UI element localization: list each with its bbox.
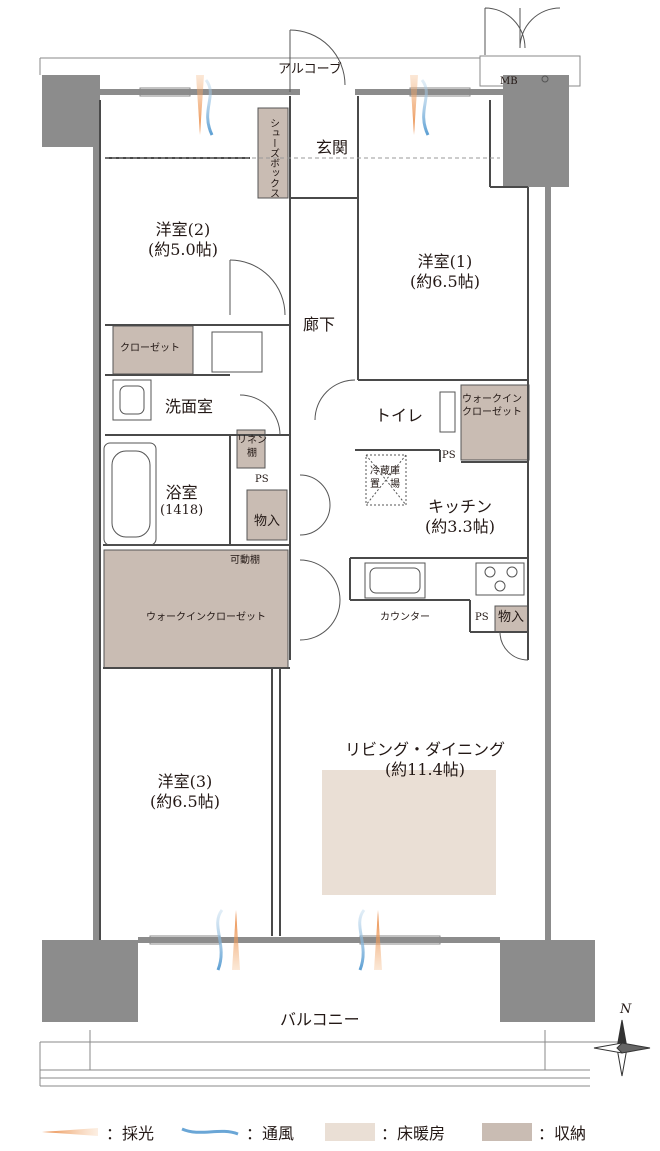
walk-in-closet-large: ウォークインクローゼット	[146, 612, 266, 623]
living-dining-size: (約11.4帖)	[384, 760, 466, 779]
fixtures	[103, 75, 549, 599]
legend-light: ：採光	[40, 1120, 154, 1144]
wic-small-line1: ウォークイン	[462, 394, 522, 405]
washroom-label: 洗面室	[165, 397, 214, 416]
western-room-3: 洋室(3) (約6.5帖)	[150, 772, 220, 812]
mb-label: MB	[500, 76, 518, 87]
alcove-label: アルコーブ	[278, 62, 342, 77]
floor-heating-area	[322, 770, 496, 895]
genkan-label: 玄関	[316, 138, 349, 157]
bathroom-size: (1418)	[160, 503, 204, 518]
storage-areas	[103, 107, 530, 669]
kitchen-name: キッチン	[427, 497, 492, 516]
western-room-1-name: 洋室(1)	[417, 252, 473, 271]
western-room-2: 洋室(2) (約5.0帖)	[148, 220, 218, 260]
legend-floor-heating: ：床暖房	[325, 1120, 445, 1144]
wic-small-line2: クローゼット	[462, 406, 522, 418]
corridor-label: 廊下	[303, 315, 336, 334]
linen-shelf-label: リネン 棚	[237, 435, 267, 460]
shoes-box-label: シューズボックス	[267, 118, 279, 198]
legend-wind-label: ：通風	[246, 1124, 295, 1143]
western-room-2-size: (約5.0帖)	[148, 240, 218, 259]
light-swatch-icon	[42, 1128, 98, 1136]
interior-walls	[99, 96, 529, 940]
toilet-label: トイレ	[375, 406, 424, 425]
kitchen-size: (約3.3帖)	[425, 517, 495, 536]
storage-label-2: 物入	[498, 610, 525, 625]
fridge-line2: 置 場	[370, 478, 400, 490]
western-room-1: 洋室(1) (約6.5帖)	[410, 252, 480, 292]
bathroom: 浴室 (1418)	[160, 483, 203, 519]
walk-in-closet-small: ウォークイン クローゼット	[462, 394, 522, 419]
fridge-line1: 冷蔵庫	[370, 466, 400, 477]
western-room-1-size: (約6.5帖)	[410, 272, 480, 291]
ps-label-2: PS	[255, 474, 269, 485]
legend-wind: ：通風	[180, 1120, 294, 1144]
linen-line2: 棚	[247, 447, 257, 459]
ventilation-bottom	[216, 909, 382, 971]
legend-storage-label: ：収納	[538, 1124, 587, 1143]
movable-shelf-label: 可動棚	[230, 555, 260, 566]
western-room-2-name: 洋室(2)	[155, 220, 211, 239]
bathroom-name: 浴室	[165, 483, 198, 502]
floor-heating-swatch	[325, 1123, 375, 1141]
compass-icon	[593, 1019, 651, 1077]
kitchen: キッチン (約3.3帖)	[425, 497, 495, 537]
western-room-3-name: 洋室(3)	[157, 772, 213, 791]
living-dining-name: リビング・ダイニング	[345, 740, 506, 759]
fridge-space-label: 冷蔵庫 置 場	[370, 466, 400, 491]
ventilation-top	[196, 75, 430, 136]
storage-label: 物入	[254, 514, 281, 529]
living-dining: リビング・ダイニング (約11.4帖)	[345, 740, 505, 780]
counter-label: カウンター	[380, 612, 430, 623]
closet-label: クローゼット	[120, 343, 180, 354]
linen-line1: リネン	[237, 435, 267, 446]
ps-label-3: PS	[475, 612, 489, 623]
legend-floor-heating-label: ：床暖房	[381, 1124, 446, 1143]
north-label: N	[620, 1002, 632, 1017]
legend-light-label: ：採光	[106, 1124, 155, 1143]
doors	[229, 7, 561, 661]
storage-swatch	[482, 1123, 532, 1141]
legend-storage: ：収納	[482, 1120, 586, 1144]
columns	[42, 75, 595, 1022]
balcony-label: バルコニー	[280, 1010, 360, 1029]
wind-swatch-icon	[181, 1127, 239, 1136]
ps-label-1: PS	[442, 450, 456, 461]
western-room-3-size: (約6.5帖)	[150, 792, 220, 811]
outer-lines	[39, 55, 620, 1087]
